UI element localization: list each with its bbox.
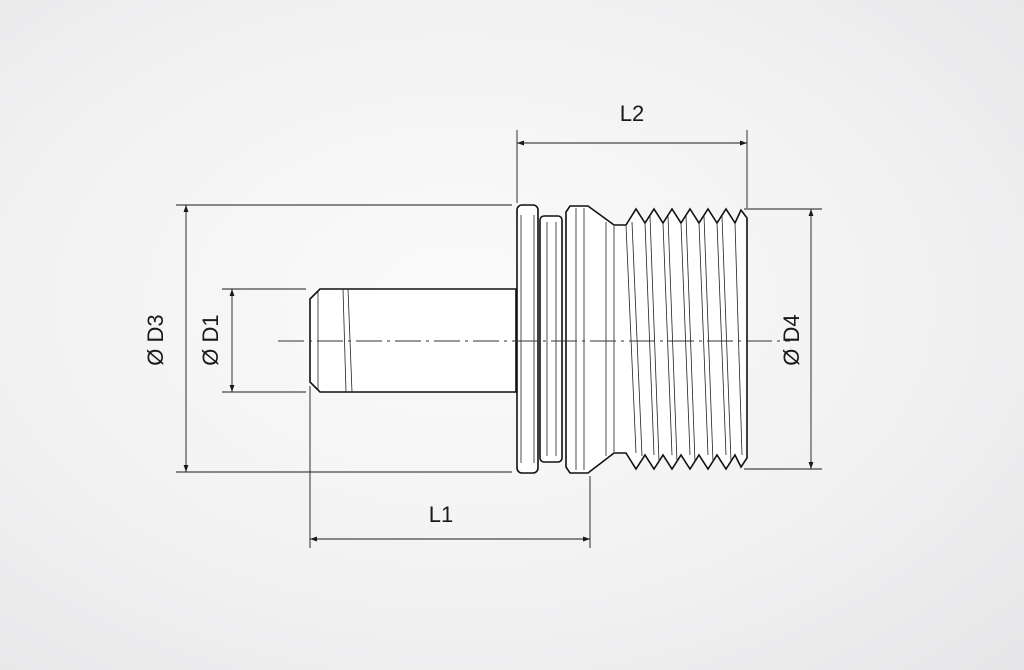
dimension-d3: Ø D3 [143,204,512,473]
shank [309,288,517,393]
groove-ring [539,215,563,463]
label-l1: L1 [429,502,453,527]
label-l2: L2 [620,101,644,126]
flange [516,204,539,474]
dimension-l1: L1 [309,386,591,548]
label-d1: Ø D1 [198,314,223,365]
label-d3: Ø D3 [143,314,168,365]
label-d4: Ø D4 [779,314,804,365]
dimension-d4: Ø D4 [744,208,822,470]
thread-helix [625,215,743,463]
dimension-l2: L2 [516,101,748,208]
dimension-d1: Ø D1 [198,288,306,393]
threaded-section [565,205,748,474]
part-body [309,204,748,474]
